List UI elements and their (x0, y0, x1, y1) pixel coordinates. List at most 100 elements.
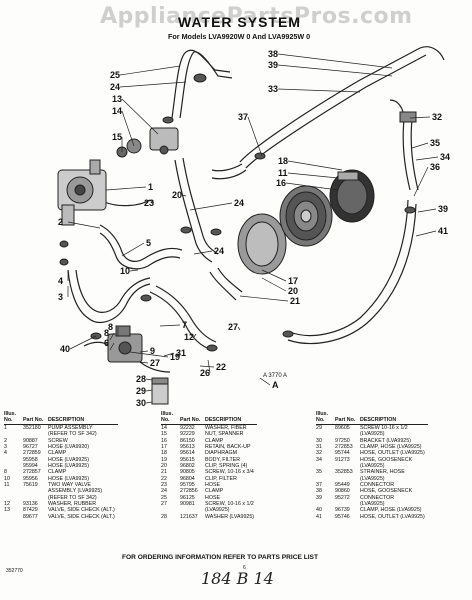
part-no-cell: 97250 (335, 437, 350, 444)
description-cell: HOSE (LVA9920) (48, 444, 90, 451)
description-cell: WASHER (LVA9925) (205, 513, 255, 520)
leader-line (239, 295, 289, 302)
leader-line (287, 160, 343, 171)
callout-number: 10 (120, 266, 130, 276)
leader-line (287, 172, 339, 179)
leader-line (181, 194, 187, 197)
illus-no-cell: 40 (316, 507, 322, 514)
leader-line (193, 333, 197, 338)
illus-no-cell: 14 (161, 425, 167, 431)
clamps (59, 73, 416, 352)
page-subtitle: For Models LVA9920W 0 And LVA9925W 0 (168, 32, 311, 41)
description-cell: HOSE, OUTLET (LVA9925) (360, 450, 425, 457)
leader-line (119, 81, 187, 88)
callout-number: 34 (440, 152, 450, 162)
leader-line (129, 269, 139, 272)
callout-number: 1 (148, 182, 153, 192)
description-cell: CLAMP (48, 450, 67, 457)
description-cell: CLIP, SPRING (4) (205, 463, 248, 470)
callout-number: 4 (58, 276, 63, 286)
callout-number: 32 (432, 112, 442, 122)
part-no-cell: 87429 (23, 507, 38, 514)
part-no-cell: 89677 (23, 513, 38, 520)
description-cell: STRAINER, HOSE (360, 469, 405, 476)
part-no-cell: 75619 (23, 482, 38, 489)
leader-line (259, 377, 271, 386)
leader-line (415, 156, 439, 161)
callout-number: 14 (112, 106, 122, 116)
callout-number: 27 (150, 358, 160, 368)
illus-no-cell: 21 (161, 469, 167, 476)
callout-number: 5 (146, 238, 151, 248)
page-number: 6 (243, 565, 246, 571)
leader-line (145, 389, 153, 392)
illus-no-cell: 34 (316, 456, 322, 463)
leader-line (149, 199, 155, 204)
callout-number: 24 (110, 82, 120, 92)
part-no-cell: 95744 (335, 450, 350, 457)
illus-no-cell: 37 (316, 482, 322, 489)
illus-no-cell: 19 (161, 456, 167, 463)
callout-number: 3 (58, 292, 63, 302)
pump-assembly (57, 159, 107, 226)
part-no-cell: 91273 (335, 456, 350, 463)
callout-number: 20 (172, 190, 182, 200)
callout-number: 36 (430, 162, 440, 172)
col-part-no: Part No. (23, 417, 44, 423)
callout-number: 8 (108, 322, 113, 332)
description-cell: (LVA9925) (360, 463, 385, 470)
callout-number: 15 (112, 132, 122, 142)
illus-no-cell: 41 (316, 513, 322, 520)
description-cell: HOSE (205, 494, 221, 501)
watermark: AppliancePartsPros.com (100, 4, 413, 29)
illus-no-cell: 28 (161, 513, 167, 520)
illus-no-cell: 15 (161, 431, 167, 438)
col-part-no: Part No. (335, 417, 356, 423)
part-no-cell: 352180 (23, 425, 41, 431)
hose-7 (149, 291, 213, 351)
callout-number: 7 (182, 320, 187, 330)
illus-no-cell: 16 (161, 437, 167, 444)
part-no-cell: 95272 (335, 494, 350, 501)
leader-line (237, 326, 241, 331)
callout-numbers: 2524131415123243408282930383933372472611… (58, 49, 450, 408)
illus-no-cell: 27 (161, 501, 167, 508)
callout-number: 6 (104, 338, 109, 348)
callout-number: 41 (438, 226, 448, 236)
illus-no-cell: 1 (4, 425, 7, 431)
part-no-cell: 86150 (180, 437, 195, 444)
description-cell: (REFER TO SF 342) (48, 431, 97, 438)
leader-line (119, 65, 181, 76)
leader-line (109, 342, 115, 351)
description-cell: CLAMP (205, 488, 224, 495)
leader-line (261, 277, 287, 292)
callout-number: 28 (136, 374, 146, 384)
exploded-diagram: 2524131415123243408282930383933372472611… (57, 46, 450, 408)
part-no-cell: 96802 (180, 463, 195, 470)
leader-line (277, 88, 361, 93)
callout-number: 12 (184, 332, 194, 342)
description-cell: BRACKET (LVA9925) (360, 437, 411, 444)
hose-23 (174, 159, 213, 263)
document-number: 352770 (6, 568, 23, 574)
callout-number: 25 (110, 70, 120, 80)
part-no-cell: 95614 (180, 450, 195, 457)
illus-no-cell (4, 514, 23, 520)
leader-line (413, 166, 429, 197)
description-cell: SCREW, 10-16 x 3/4 (205, 469, 254, 476)
leader-line (105, 186, 147, 191)
part-no-cell: 95795 (180, 482, 195, 489)
